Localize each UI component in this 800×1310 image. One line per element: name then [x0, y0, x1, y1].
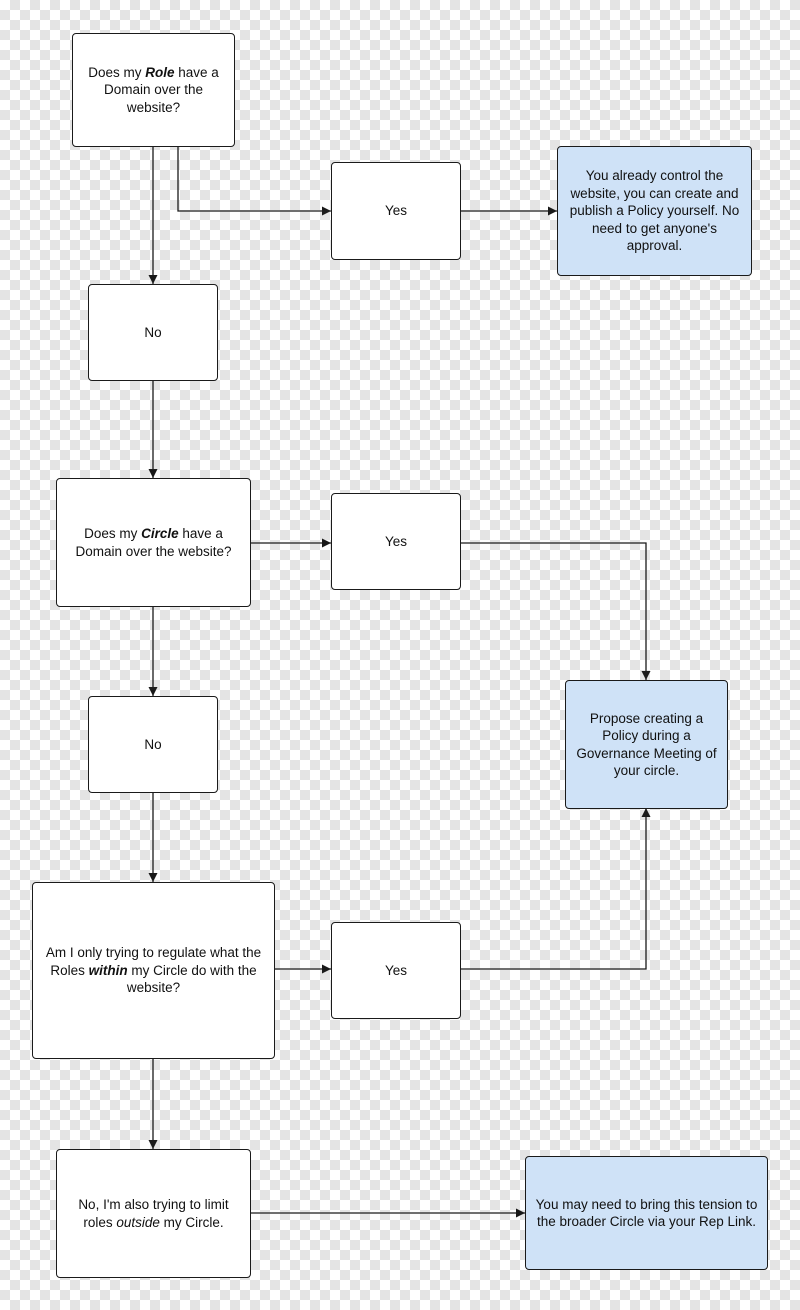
- no-box-3-text: No, I'm also trying to limit roles outsi…: [78, 1197, 229, 1230]
- decision-role-domain-text: Does my Role have a Domain over the webs…: [88, 64, 219, 115]
- result-publish-policy-text: You already control the website, you can…: [569, 168, 740, 254]
- no-box-3-limit-outside: No, I'm also trying to limit roles outsi…: [56, 1149, 251, 1278]
- yes-box-3-label: Yes: [384, 962, 408, 978]
- result-rep-link: You may need to bring this tension to th…: [525, 1156, 768, 1270]
- result-publish-policy: You already control the website, you can…: [557, 146, 752, 276]
- no-box-1: No: [88, 284, 218, 381]
- no-box-1-label: No: [144, 324, 162, 340]
- no-box-2: No: [88, 696, 218, 793]
- decision-regulate-within: Am I only trying to regulate what the Ro…: [32, 882, 275, 1059]
- arrow-role-to-yes: [177, 147, 331, 216]
- decision-circle-domain-text: Does my Circle have a Domain over the we…: [75, 526, 232, 559]
- arrow-yes2-to-result2: [461, 542, 651, 680]
- yes-box-3: Yes: [331, 922, 461, 1019]
- decision-role-domain: Does my Role have a Domain over the webs…: [72, 33, 235, 147]
- yes-box-1: Yes: [331, 162, 461, 260]
- arrow-yes3-to-result2: [461, 808, 651, 970]
- result-propose-policy-text: Propose creating a Policy during a Gover…: [576, 710, 717, 779]
- decision-regulate-within-text: Am I only trying to regulate what the Ro…: [45, 945, 262, 996]
- yes-box-1-label: Yes: [384, 203, 408, 219]
- result-rep-link-text: You may need to bring this tension to th…: [535, 1196, 758, 1230]
- decision-circle-domain: Does my Circle have a Domain over the we…: [56, 478, 251, 607]
- no-box-2-label: No: [144, 736, 162, 752]
- result-propose-policy: Propose creating a Policy during a Gover…: [565, 680, 728, 809]
- yes-box-2-label: Yes: [384, 533, 408, 549]
- yes-box-2: Yes: [331, 493, 461, 590]
